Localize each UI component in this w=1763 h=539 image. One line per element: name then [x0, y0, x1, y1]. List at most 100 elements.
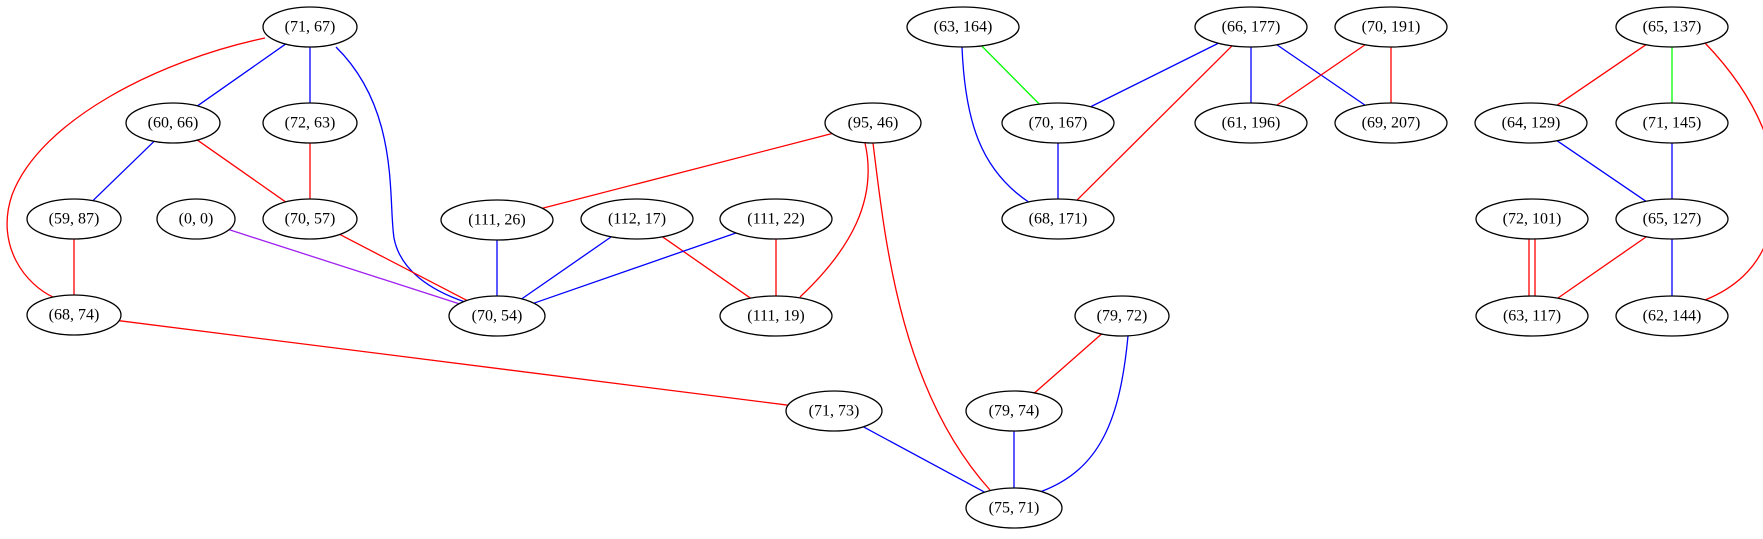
node-n_71_145[interactable]: (71, 145): [1615, 102, 1729, 144]
node-ellipse: [965, 487, 1063, 529]
node-label: (111, 22): [747, 211, 804, 228]
edge-n_79_72-n_75_71: [1039, 335, 1129, 493]
node-n_70_57[interactable]: (70, 57): [262, 198, 358, 240]
node-n_71_67[interactable]: (71, 67): [262, 6, 358, 48]
node-ellipse: [1001, 198, 1115, 240]
node-ellipse: [1475, 198, 1589, 240]
edge-n_79_72-n_79_74: [1034, 333, 1102, 394]
edge-n_112_17-n_70_54: [521, 236, 612, 300]
node-label: (69, 207): [1362, 115, 1421, 132]
node-ellipse: [1615, 295, 1729, 337]
node-label: (65, 137): [1643, 19, 1702, 36]
node-n_79_74[interactable]: (79, 74): [965, 390, 1063, 432]
node-label: (72, 101): [1503, 211, 1562, 228]
edge-n_66_177-n_68_171: [1076, 45, 1233, 201]
edge-n_68_74-n_71_73: [118, 320, 789, 406]
node-n_79_72[interactable]: (79, 72): [1074, 295, 1170, 337]
node-ellipse: [125, 102, 221, 144]
edge-n_63_164-n_68_171: [961, 46, 1031, 204]
node-ellipse: [1074, 295, 1170, 337]
node-ellipse: [262, 198, 358, 240]
node-ellipse: [965, 390, 1063, 432]
node-n_95_46[interactable]: (95, 46): [824, 102, 922, 144]
node-n_70_191[interactable]: (70, 191): [1334, 6, 1448, 48]
edge-n_71_67-n_70_54: [335, 46, 466, 303]
edge-n_112_17-n_111_19: [662, 236, 751, 299]
node-ellipse: [719, 295, 833, 337]
node-label: (71, 145): [1643, 115, 1702, 132]
edge-n_63_164-n_70_167: [981, 45, 1040, 105]
node-ellipse: [448, 295, 546, 337]
node-label: (66, 177): [1222, 19, 1281, 36]
node-n_111_19[interactable]: (111, 19): [719, 295, 833, 337]
node-label: (61, 196): [1222, 115, 1281, 132]
node-ellipse: [1615, 198, 1729, 240]
node-label: (79, 72): [1097, 308, 1148, 325]
node-ellipse: [1475, 295, 1589, 337]
node-n_75_71[interactable]: (75, 71): [965, 487, 1063, 529]
node-n_69_207[interactable]: (69, 207): [1334, 102, 1448, 144]
node-label: (68, 74): [49, 307, 100, 324]
node-label: (95, 46): [848, 115, 899, 132]
node-n_70_54[interactable]: (70, 54): [448, 295, 546, 337]
node-n_63_117[interactable]: (63, 117): [1475, 295, 1589, 337]
edge-n_71_73-n_75_71: [863, 426, 985, 493]
edges-layer: [6, 37, 1763, 493]
node-n_72_63[interactable]: (72, 63): [262, 102, 358, 144]
node-n_70_167[interactable]: (70, 167): [1001, 102, 1115, 144]
edge-n_71_67-n_60_66: [197, 43, 286, 107]
node-n_68_74[interactable]: (68, 74): [26, 294, 122, 336]
node-n_64_129[interactable]: (64, 129): [1474, 102, 1588, 144]
node-n_65_137[interactable]: (65, 137): [1615, 6, 1729, 48]
node-n_61_196[interactable]: (61, 196): [1194, 102, 1308, 144]
node-label: (63, 117): [1503, 308, 1561, 325]
node-label: (59, 87): [49, 211, 100, 228]
node-ellipse: [1615, 102, 1729, 144]
node-ellipse: [26, 198, 122, 240]
node-n_62_144[interactable]: (62, 144): [1615, 295, 1729, 337]
node-n_66_177[interactable]: (66, 177): [1194, 6, 1308, 48]
node-label: (70, 167): [1029, 115, 1088, 132]
node-label: (63, 164): [934, 19, 993, 36]
node-n_71_73[interactable]: (71, 73): [785, 390, 883, 432]
node-n_111_22[interactable]: (111, 22): [719, 198, 833, 240]
node-label: (64, 129): [1502, 115, 1561, 132]
node-n_60_66[interactable]: (60, 66): [125, 102, 221, 144]
edge-n_70_57-n_70_54: [339, 233, 468, 301]
node-ellipse: [906, 6, 1020, 48]
node-label: (72, 63): [285, 115, 336, 132]
node-ellipse: [26, 294, 122, 336]
node-n_0_0[interactable]: (0, 0): [156, 198, 236, 240]
node-label: (112, 17): [608, 211, 666, 228]
node-n_72_101[interactable]: (72, 101): [1475, 198, 1589, 240]
nodes-layer: (71, 67) (60, 66) (72, 63) (59, 87) (0, 0) (7…: [26, 6, 1729, 529]
edge-n_111_22-n_70_54: [533, 232, 737, 304]
node-n_68_171[interactable]: (68, 171): [1001, 198, 1115, 240]
node-n_111_26[interactable]: (111, 26): [440, 199, 554, 241]
node-ellipse: [262, 102, 358, 144]
edge-n_60_66-n_59_87: [92, 140, 155, 202]
edge-n_0_0-n_70_54: [228, 229, 460, 305]
node-n_59_87[interactable]: (59, 87): [26, 198, 122, 240]
edge-n_60_66-n_70_57: [197, 139, 286, 203]
node-n_112_17[interactable]: (112, 17): [580, 198, 694, 240]
node-label: (70, 57): [285, 211, 336, 228]
node-n_63_164[interactable]: (63, 164): [906, 6, 1020, 48]
node-label: (111, 19): [747, 308, 804, 325]
edge-n_71_67-n_68_74: [6, 37, 266, 299]
node-ellipse: [580, 198, 694, 240]
node-label: (68, 171): [1029, 211, 1088, 228]
node-ellipse: [1194, 6, 1308, 48]
edge-n_65_137-n_64_129: [1556, 44, 1647, 106]
node-label: (0, 0): [179, 211, 214, 228]
node-ellipse: [1194, 102, 1308, 144]
node-label: (65, 127): [1643, 211, 1702, 228]
node-label: (60, 66): [148, 115, 199, 132]
node-ellipse: [1474, 102, 1588, 144]
node-n_65_127[interactable]: (65, 127): [1615, 198, 1729, 240]
node-ellipse: [440, 199, 554, 241]
node-label: (75, 71): [989, 500, 1040, 517]
node-label: (62, 144): [1643, 308, 1702, 325]
edge-n_95_46-n_111_19: [799, 142, 869, 298]
